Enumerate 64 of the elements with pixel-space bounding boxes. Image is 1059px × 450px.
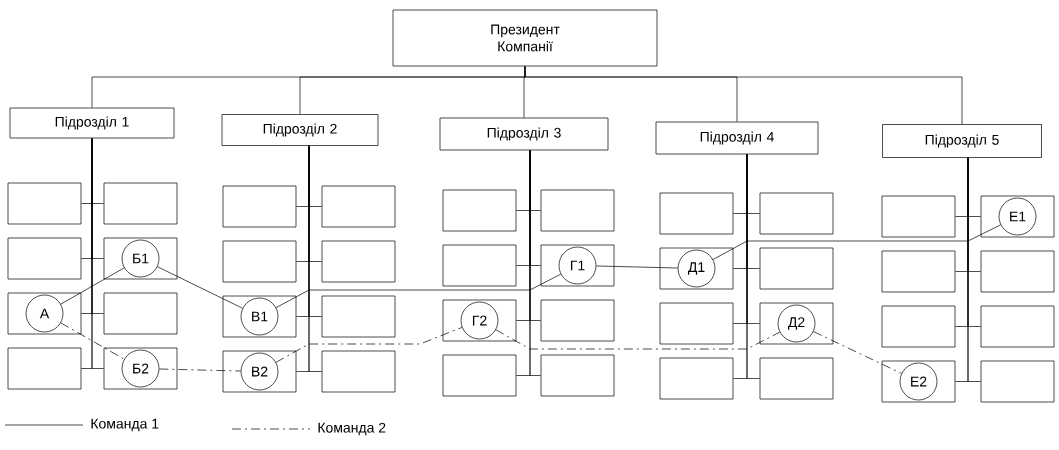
position-box [881, 360, 956, 403]
org-line [524, 66, 963, 125]
org-line [967, 157, 981, 382]
team-line [495, 329, 781, 350]
position-box [321, 185, 396, 228]
position-box [103, 237, 178, 280]
team-line [596, 265, 678, 269]
position-box [659, 302, 734, 345]
position-box [759, 302, 834, 345]
position-box [7, 292, 82, 335]
position-box [540, 299, 615, 342]
position-box [759, 357, 834, 400]
president-box: Президент Компанії [392, 9, 658, 67]
org-line [91, 138, 104, 369]
position-box [759, 192, 834, 235]
position-box [659, 192, 734, 235]
team-line [60, 267, 125, 305]
position-box [540, 354, 615, 397]
team-line [712, 224, 1001, 260]
position-box [222, 295, 297, 338]
position-box [442, 354, 517, 397]
division-box: Підрозділ 5 [882, 124, 1042, 158]
position-box [980, 250, 1055, 293]
position-box [881, 250, 956, 293]
position-box [7, 347, 82, 390]
team-line [275, 273, 562, 308]
position-box [222, 350, 297, 393]
position-box [980, 360, 1055, 403]
division-box: Підрозділ 3 [439, 117, 609, 151]
org-line [746, 154, 760, 379]
position-box [442, 189, 517, 232]
position-box [759, 247, 834, 290]
position-box [103, 347, 178, 390]
position-box [980, 305, 1055, 348]
legend-label: Команда 1 [91, 418, 159, 432]
position-box [540, 189, 615, 232]
position-box [222, 240, 297, 283]
org-line [308, 145, 322, 372]
position-box [222, 185, 297, 228]
team-line [157, 266, 243, 309]
position-box [442, 244, 517, 287]
team-line [275, 327, 463, 363]
position-box [442, 299, 517, 342]
position-box [321, 240, 396, 283]
org-line [529, 150, 541, 376]
position-box [980, 195, 1055, 238]
legend-label: Команда 2 [318, 422, 386, 436]
position-box [881, 305, 956, 348]
division-box: Підрозділ 1 [9, 107, 175, 139]
team-line [60, 322, 125, 360]
position-box [103, 182, 178, 225]
position-box [321, 295, 396, 338]
position-box [659, 357, 734, 400]
division-box: Підрозділ 4 [655, 121, 819, 155]
position-box [7, 182, 82, 225]
team-line [159, 368, 241, 372]
position-box [540, 244, 615, 287]
position-box [321, 350, 396, 393]
position-box [103, 292, 178, 335]
division-box: Підрозділ 2 [221, 114, 379, 146]
position-box [659, 247, 734, 290]
position-box [7, 237, 82, 280]
position-box [881, 195, 956, 238]
team-line [813, 331, 902, 374]
